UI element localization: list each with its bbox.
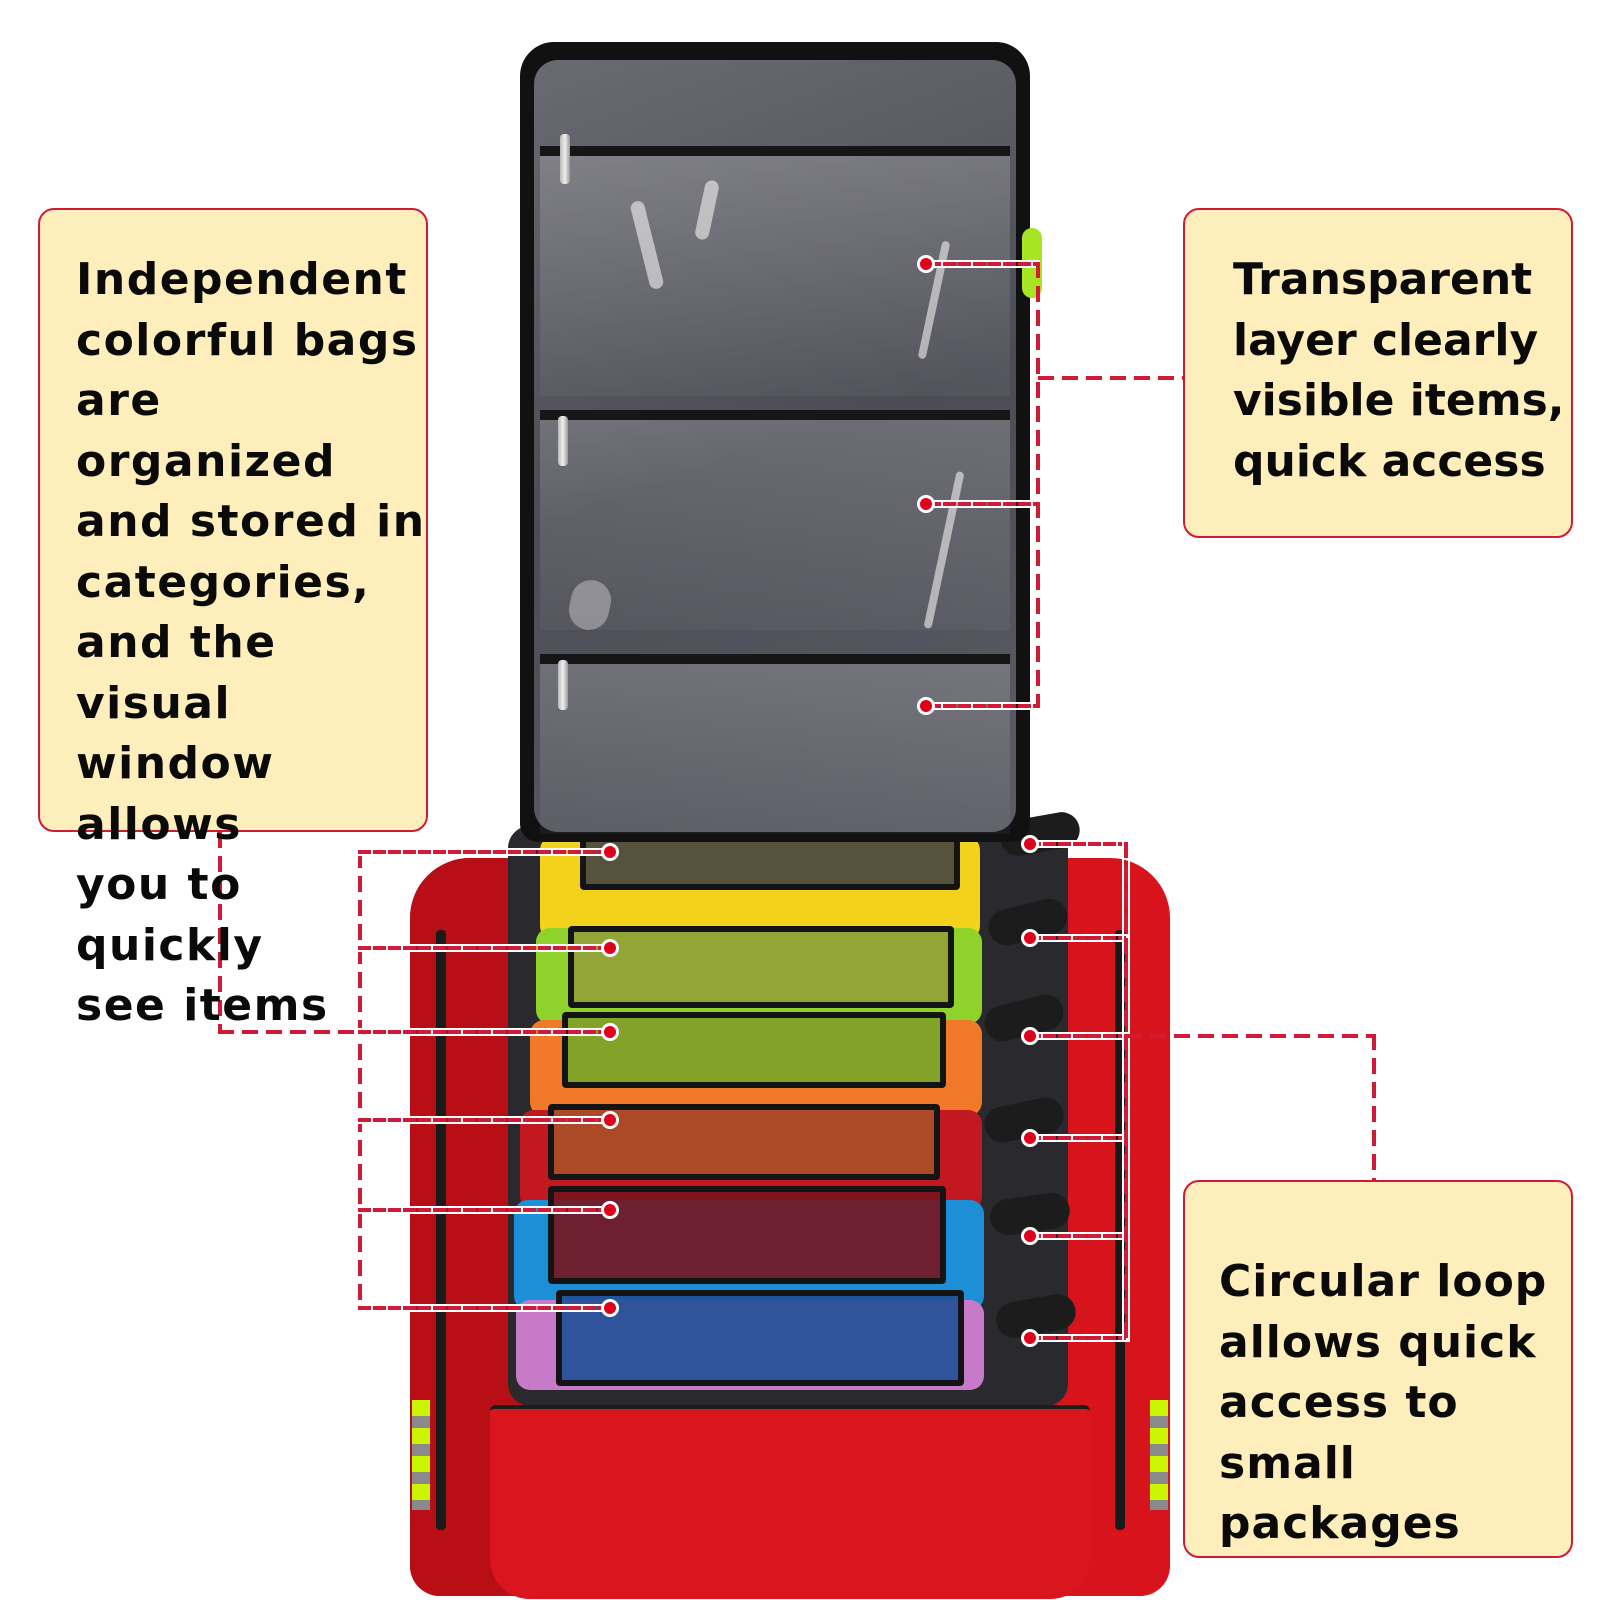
lid-pocket-1: [540, 146, 1010, 396]
zip-pull-1: [560, 134, 570, 184]
marker-dot: [601, 1299, 619, 1317]
side-zipper-right: [1115, 930, 1125, 1530]
connector-line: [1028, 1234, 1126, 1238]
callout-text: Independent colorful bags are organized …: [76, 254, 426, 1031]
connector-line: [1028, 842, 1126, 846]
connector-line: [358, 946, 604, 950]
reflective-strip-left: [412, 1400, 430, 1510]
marker-dot: [1021, 1027, 1039, 1045]
connector-line: [1028, 1136, 1126, 1140]
connector-line: [1126, 1034, 1374, 1038]
connector-line: [1372, 1034, 1376, 1182]
marker-dot: [601, 1111, 619, 1129]
pouch-window-green-inner: [562, 1012, 946, 1088]
connector-line: [1124, 842, 1128, 1340]
marker-dot: [1021, 929, 1039, 947]
callout-text: Circular loop allows quick access to sma…: [1219, 1256, 1548, 1549]
connector-line: [1028, 1336, 1126, 1340]
zip-pull-2: [558, 416, 568, 466]
lid-pocket-3: [540, 654, 1010, 834]
connector-line: [358, 1118, 604, 1122]
callout-text: Transparent layer clearly visible items,…: [1233, 254, 1565, 487]
marker-dot: [917, 255, 935, 273]
side-zipper-left: [436, 930, 446, 1530]
zip-pull-3: [558, 660, 568, 710]
callout-transparent-layer: Transparent layer clearly visible items,…: [1183, 208, 1573, 538]
connector-line: [928, 502, 1038, 506]
connector-line: [218, 832, 222, 1032]
connector-line: [358, 1208, 604, 1212]
marker-dot: [1021, 1227, 1039, 1245]
pouch-window-blue: [556, 1290, 964, 1386]
front-pocket: [490, 1405, 1090, 1599]
connector-line: [928, 262, 1038, 266]
marker-dot: [917, 495, 935, 513]
marker-dot: [1021, 835, 1039, 853]
lid-lining: [534, 60, 1016, 832]
marker-dot: [601, 1023, 619, 1041]
callout-circular-loop: Circular loop allows quick access to sma…: [1183, 1180, 1573, 1558]
marker-dot: [1021, 1329, 1039, 1347]
connector-line: [1028, 936, 1126, 940]
pouch-window-orange: [548, 1104, 940, 1180]
connector-line: [1036, 262, 1040, 708]
connector-line: [928, 704, 1038, 708]
marker-dot: [601, 1201, 619, 1219]
marker-dot: [1021, 1129, 1039, 1147]
connector-line: [1038, 376, 1183, 380]
connector-line: [358, 1306, 604, 1310]
marker-dot: [601, 843, 619, 861]
connector-line: [358, 1030, 604, 1034]
callout-colorful-bags: Independent colorful bags are organized …: [38, 208, 428, 1031]
pouch-window-green: [568, 926, 954, 1008]
connector-line: [218, 1030, 358, 1034]
marker-dot: [917, 697, 935, 715]
connector-line: [358, 852, 362, 1310]
reflective-strip-right: [1150, 1400, 1168, 1510]
connector-line: [1028, 1034, 1126, 1038]
marker-dot: [601, 939, 619, 957]
connector-line: [358, 850, 604, 854]
